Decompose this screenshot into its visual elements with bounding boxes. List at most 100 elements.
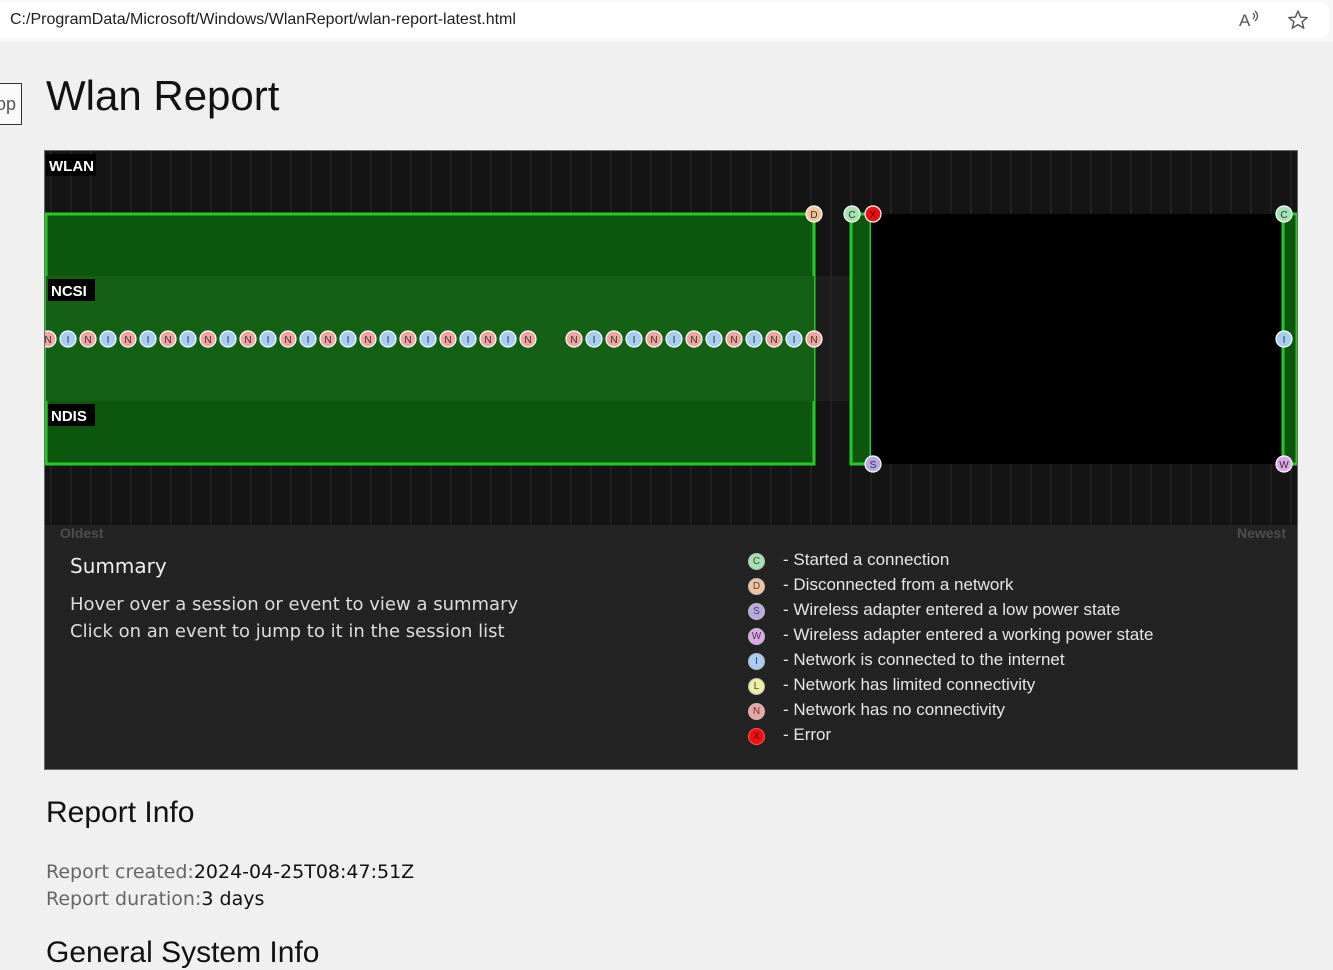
event-marker-n[interactable]: N: [79, 330, 97, 348]
event-marker-n[interactable]: N: [605, 330, 623, 348]
legend-dot-l: L: [748, 678, 765, 695]
svg-text:N: N: [444, 335, 451, 346]
event-marker-d[interactable]: D: [805, 205, 823, 223]
event-marker-i[interactable]: I: [499, 330, 517, 348]
event-marker-i[interactable]: I: [785, 330, 803, 348]
event-marker-n[interactable]: N: [279, 330, 297, 348]
event-marker-n[interactable]: N: [159, 330, 177, 348]
session-block-3[interactable]: [871, 214, 1283, 464]
event-marker-i[interactable]: I: [299, 330, 317, 348]
legend-dot-i: I: [748, 653, 765, 670]
event-marker-i[interactable]: I: [745, 330, 763, 348]
event-marker-i[interactable]: I: [219, 330, 237, 348]
svg-text:I: I: [267, 335, 270, 346]
event-marker-i[interactable]: I: [339, 330, 357, 348]
lane-label-ndis-text: NDIS: [51, 408, 87, 425]
general-system-info-title: General System Info: [46, 936, 320, 969]
event-marker-n[interactable]: N: [399, 330, 417, 348]
svg-text:N: N: [124, 335, 131, 346]
event-marker-n[interactable]: N: [645, 330, 663, 348]
legend-text: - Network has limited connectivity: [783, 675, 1036, 694]
event-marker-i[interactable]: I: [179, 330, 197, 348]
read-aloud-icon[interactable]: A: [1238, 9, 1260, 31]
event-marker-i[interactable]: I: [99, 330, 117, 348]
event-marker-i[interactable]: I: [665, 330, 683, 348]
event-marker-n[interactable]: N: [119, 330, 137, 348]
svg-text:A: A: [1239, 11, 1251, 30]
svg-text:I: I: [507, 335, 510, 346]
event-marker-c[interactable]: C: [1275, 205, 1293, 223]
event-marker-i[interactable]: I: [379, 330, 397, 348]
event-marker-n[interactable]: N: [685, 330, 703, 348]
svg-text:N: N: [164, 335, 171, 346]
event-marker-i[interactable]: I: [139, 330, 157, 348]
svg-text:N: N: [404, 335, 411, 346]
event-marker-w[interactable]: W: [1275, 455, 1293, 473]
event-marker-i[interactable]: I: [705, 330, 723, 348]
svg-text:N: N: [610, 335, 617, 346]
svg-text:S: S: [870, 460, 877, 471]
summary-title: Summary: [70, 554, 167, 578]
lane-label-ncsi-text: NCSI: [51, 283, 87, 300]
event-marker-i[interactable]: I: [625, 330, 643, 348]
legend-text: - Network has no connectivity: [783, 700, 1006, 719]
event-marker-n[interactable]: N: [239, 330, 257, 348]
svg-text:N: N: [324, 335, 331, 346]
legend-text: - Network is connected to the internet: [783, 650, 1065, 669]
svg-text:N: N: [364, 335, 371, 346]
event-marker-n[interactable]: N: [519, 330, 537, 348]
event-marker-n[interactable]: N: [199, 330, 217, 348]
event-marker-n[interactable]: N: [359, 330, 377, 348]
svg-text:I: I: [713, 335, 716, 346]
report-duration-row: Report duration:3 days: [46, 888, 264, 910]
legend-dot-w: W: [748, 628, 765, 645]
svg-text:I: I: [793, 335, 796, 346]
event-marker-n[interactable]: N: [565, 330, 583, 348]
event-marker-i[interactable]: I: [259, 330, 277, 348]
url-text[interactable]: C:/ProgramData/Microsoft/Windows/WlanRep…: [10, 11, 516, 28]
svg-text:X: X: [870, 210, 877, 221]
svg-text:I: I: [307, 335, 310, 346]
lane-label-wlan: WLAN: [46, 154, 96, 176]
session-block-2[interactable]: [849, 212, 873, 466]
top-button[interactable]: op: [0, 83, 22, 125]
event-marker-x[interactable]: X: [864, 205, 882, 223]
summary-hover-hint: Hover over a session or event to view a …: [70, 594, 519, 615]
report-duration-value: 3 days: [201, 888, 265, 910]
legend-dot-x: X: [748, 728, 765, 745]
address-field[interactable]: C:/ProgramData/Microsoft/Windows/WlanRep…: [0, 2, 1329, 38]
svg-text:I: I: [67, 335, 70, 346]
svg-text:I: I: [347, 335, 350, 346]
event-marker-i[interactable]: I: [419, 330, 437, 348]
star-icon[interactable]: [1287, 9, 1309, 31]
svg-text:N: N: [45, 335, 52, 346]
event-marker-n[interactable]: N: [725, 330, 743, 348]
event-marker-i[interactable]: I: [459, 330, 477, 348]
event-marker-n[interactable]: N: [45, 330, 57, 348]
report-duration-label: Report duration:: [46, 888, 202, 910]
svg-text:N: N: [284, 335, 291, 346]
event-marker-c[interactable]: C: [843, 205, 861, 223]
event-marker-n[interactable]: N: [479, 330, 497, 348]
event-marker-n[interactable]: N: [319, 330, 337, 348]
event-marker-n[interactable]: N: [439, 330, 457, 348]
event-marker-i[interactable]: I: [585, 330, 603, 348]
event-marker-n[interactable]: N: [805, 330, 823, 348]
svg-text:N: N: [204, 335, 211, 346]
event-marker-s[interactable]: S: [864, 455, 882, 473]
svg-text:N: N: [244, 335, 251, 346]
axis-newest-label: Newest: [1236, 525, 1286, 541]
legend-dot-n: N: [748, 703, 765, 720]
svg-text:W: W: [1279, 460, 1289, 471]
legend-dot-d: D: [748, 578, 765, 595]
lane-label-wlan-text: WLAN: [49, 158, 94, 175]
event-marker-i[interactable]: I: [59, 330, 77, 348]
event-marker-i[interactable]: I: [1275, 330, 1293, 348]
legend-text: - Error: [783, 725, 832, 744]
event-marker-n[interactable]: N: [765, 330, 783, 348]
report-info-title: Report Info: [46, 796, 195, 829]
legend-text: - Disconnected from a network: [783, 575, 1014, 594]
report-created-label: Report created:: [46, 861, 194, 883]
